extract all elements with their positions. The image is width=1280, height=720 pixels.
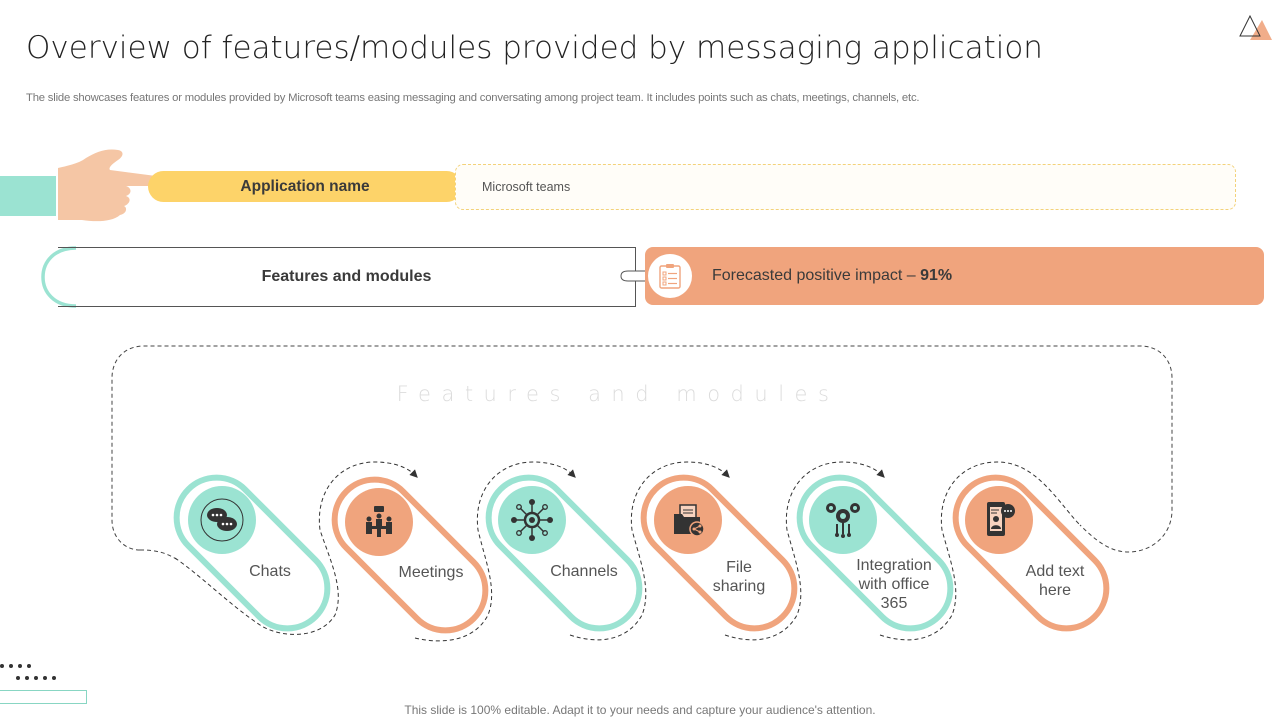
module-label: Channels [550,563,618,580]
module-file-sharing: File sharing [636,470,796,650]
module-chats: Chats [170,470,330,650]
modules-section-title: Features and modules [396,382,840,406]
chat-bubbles-icon [188,486,256,554]
pointing-hand-icon [58,149,161,222]
sleeve-decoration [0,176,56,216]
application-name-label: Application name [148,171,462,202]
features-modules-label: Features and modules [58,247,636,307]
module-label: Add text here [1025,563,1085,599]
impact-value: 91% [920,267,953,284]
connector-tab [620,270,650,282]
dots-decoration [0,664,56,680]
features-modules-text: Features and modules [261,268,432,285]
mobile-chat-icon [965,486,1033,554]
meeting-table-icon [345,488,413,556]
slide-title: Overview of features/modules provided by… [26,30,1043,66]
module-add-text: Add text here [947,470,1107,650]
impact-text: Forecasted positive impact – 91% [712,267,953,284]
application-name-value: Microsoft teams [455,164,1236,210]
module-label: Chats [249,563,291,580]
module-label: File sharing [712,559,766,595]
slide-subtitle: The slide showcases features or modules … [26,92,920,104]
triangle-logo-icon [1239,14,1272,40]
gears-integration-icon [809,486,877,554]
module-label: Meetings [398,564,464,581]
module-channels: Channels [480,470,640,650]
shared-folder-icon [654,486,722,554]
application-name-text: Microsoft teams [482,180,571,194]
clipboard-checklist-icon [648,254,692,298]
slide-footer: This slide is 100% editable. Adapt it to… [404,703,876,717]
outline-rect-decoration [0,690,87,704]
forecasted-impact-banner: Forecasted positive impact – 91% [645,247,1264,305]
network-hub-icon [498,486,566,554]
module-label: Integration with office 365 [856,557,932,612]
module-integration-office-365: Integration with office 365 [791,470,951,650]
features-arc-decoration [41,246,77,308]
module-meetings: Meetings [327,470,487,650]
